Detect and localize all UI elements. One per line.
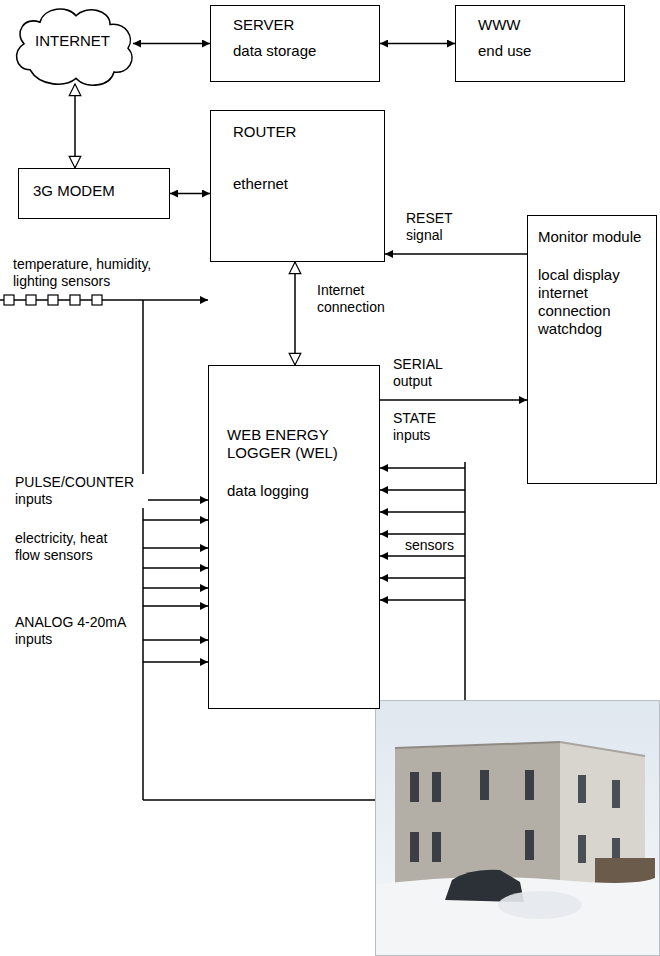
- connector: [385, 253, 527, 255]
- node-body: data logging: [227, 482, 361, 500]
- input-arrow: [143, 661, 208, 663]
- window: [578, 775, 586, 803]
- window: [410, 772, 419, 802]
- input-arrow: [380, 599, 465, 601]
- block-box: WEB ENERGY LOGGER (WEL) data logging: [208, 365, 380, 709]
- node-heading: ROUTER: [233, 123, 362, 141]
- wire: [464, 462, 466, 700]
- roof-edge: [560, 742, 645, 756]
- window: [525, 770, 534, 800]
- input-arrow: [380, 533, 465, 535]
- sensor-symbol: [4, 295, 14, 305]
- connector-label: RESET signal: [405, 210, 469, 244]
- input-arrow: [380, 555, 465, 557]
- sensor-symbol: [48, 295, 58, 305]
- window: [480, 770, 489, 800]
- node-heading: WEB ENERGY LOGGER (WEL): [227, 426, 361, 462]
- connector-label: SERIAL output: [392, 356, 464, 390]
- block-box: 3G MODEM: [18, 168, 170, 219]
- cloud-node: INTERNET: [10, 5, 135, 86]
- building-photo: [375, 700, 660, 956]
- input-arrow: [143, 519, 208, 521]
- node-body: ethernet: [233, 175, 362, 193]
- snow-dust: [498, 891, 582, 919]
- input-arrow: [143, 567, 208, 569]
- node-body: end use: [478, 42, 602, 60]
- input-arrow: [380, 467, 465, 469]
- connector: [380, 399, 527, 401]
- input-arrow: [143, 587, 208, 589]
- node-body: data storage: [233, 42, 357, 60]
- sensor-symbol: [26, 295, 36, 305]
- photo-frame: [376, 701, 660, 956]
- window: [525, 830, 534, 860]
- window: [432, 772, 441, 802]
- roof-edge: [395, 742, 560, 748]
- window: [578, 835, 586, 863]
- input-arrow: [380, 511, 465, 513]
- connector: [74, 84, 76, 168]
- block-box: WWW end use: [455, 5, 625, 82]
- input-arrow: [143, 639, 208, 641]
- node-heading: Monitor module: [538, 228, 646, 246]
- signal-label: temperature, humidity, lighting sensors: [12, 256, 184, 290]
- input-arrow: [143, 499, 208, 501]
- photo-sky: [375, 700, 660, 956]
- input-arrow: [380, 489, 465, 491]
- wire: [142, 300, 144, 800]
- node-heading: SERVER: [233, 16, 357, 34]
- sensor-symbol: [92, 295, 102, 305]
- node-heading: WWW: [478, 16, 602, 34]
- block-box: SERVER data storage: [210, 5, 380, 82]
- input-arrow: [143, 547, 208, 549]
- connector: [133, 43, 210, 45]
- input-arrow: [380, 577, 465, 579]
- connector-label: Internet connection: [316, 282, 418, 316]
- sensor-wiring: [0, 300, 465, 800]
- connector: [294, 262, 296, 365]
- window: [612, 780, 620, 808]
- signal-label: electricity, heat flow sensors: [14, 530, 116, 564]
- sensor-symbol: [70, 295, 80, 305]
- connector: [170, 193, 210, 195]
- block-box: Monitor module local display internet con…: [527, 215, 657, 484]
- connector: [380, 43, 455, 45]
- signal-label: ANALOG 4-20mA inputs: [14, 614, 138, 648]
- sensor-chain: [4, 295, 102, 305]
- block-box: ROUTER ethernet: [210, 110, 385, 262]
- node-heading: INTERNET: [10, 32, 135, 50]
- window: [410, 832, 419, 862]
- window: [432, 832, 441, 862]
- node-body: local display internet connection watchd…: [538, 266, 646, 338]
- input-arrow: [143, 605, 208, 607]
- signal-label: STATE inputs: [392, 410, 464, 444]
- node-heading: 3G MODEM: [33, 182, 155, 200]
- wire: [143, 799, 375, 801]
- signal-label: sensors: [404, 537, 455, 554]
- signal-label: PULSE/COUNTER inputs: [14, 474, 148, 508]
